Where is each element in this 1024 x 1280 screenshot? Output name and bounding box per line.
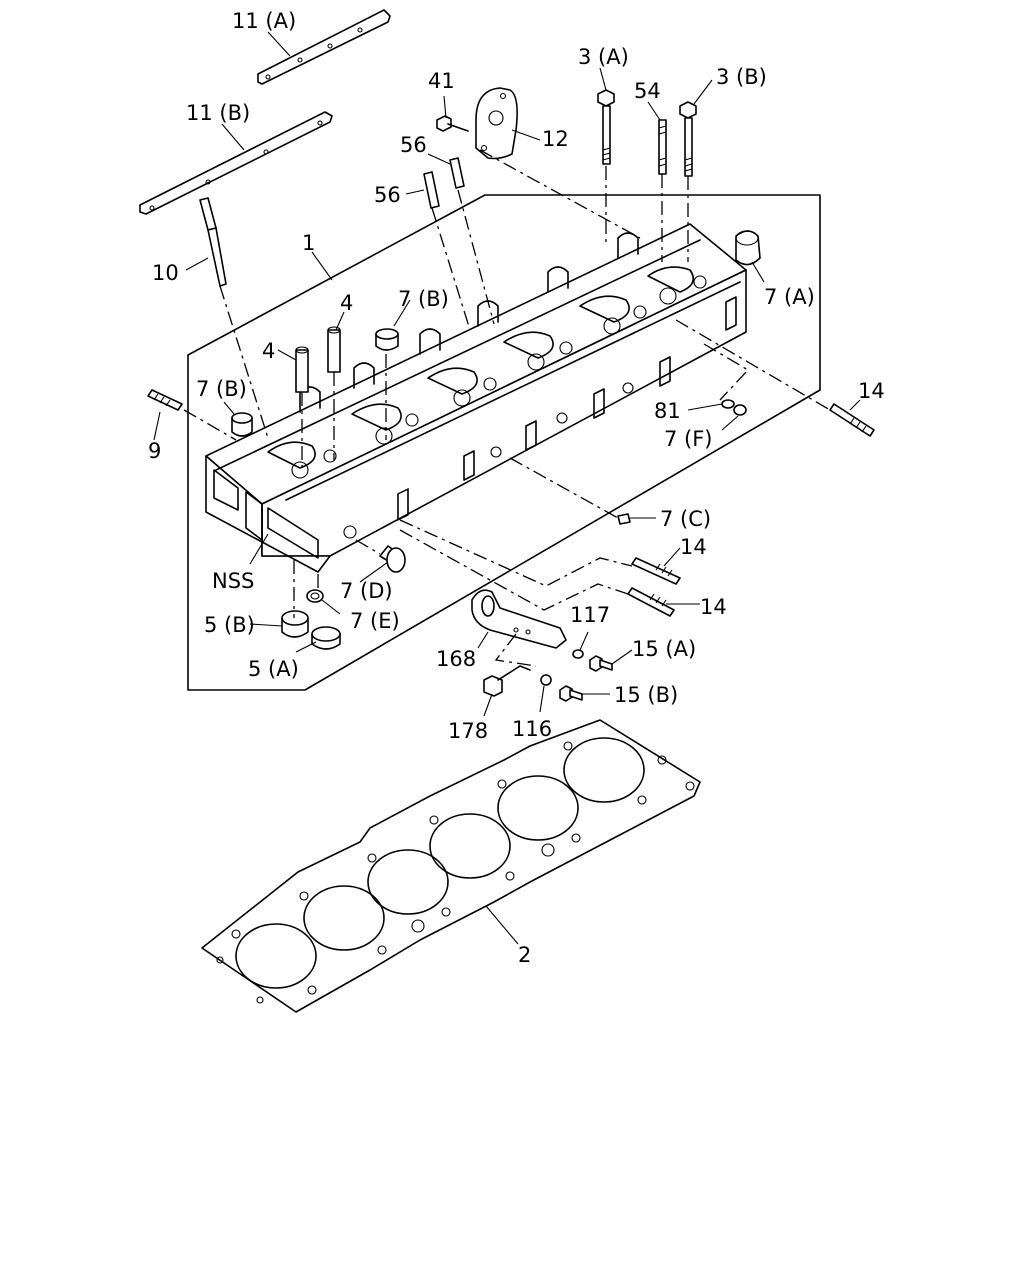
callout-7c: 7 (C) <box>660 507 711 531</box>
callout-14-top: 14 <box>858 379 885 403</box>
callout-56-upper: 56 <box>400 133 427 157</box>
stud-56-lower <box>423 171 440 209</box>
head-gasket-2 <box>201 719 701 1013</box>
callout-14-mid: 14 <box>680 535 707 559</box>
bolt-15a <box>589 655 613 672</box>
callout-15b: 15 (B) <box>614 683 678 707</box>
seat-5a <box>311 626 341 650</box>
callout-11a: 11 (A) <box>232 9 296 33</box>
callout-5b: 5 (B) <box>204 613 255 637</box>
callout-5a: 5 (A) <box>248 657 299 681</box>
callout-41: 41 <box>428 69 455 93</box>
callout-7d: 7 (D) <box>340 579 393 603</box>
guide-4-left <box>295 346 309 393</box>
callout-nss: NSS <box>212 569 254 593</box>
callout-7a: 7 (A) <box>764 285 815 309</box>
callout-12: 12 <box>542 127 569 151</box>
callout-2: 2 <box>518 943 531 967</box>
cup-7b-left <box>231 412 253 437</box>
leader-bracket <box>497 665 531 681</box>
cup-7b-upper <box>375 328 399 351</box>
nut-178 <box>483 675 503 697</box>
callout-15a: 15 (A) <box>632 637 696 661</box>
hanger-168 <box>471 589 567 649</box>
callout-117: 117 <box>570 603 610 627</box>
callout-7b-upper: 7 (B) <box>398 287 449 311</box>
sleeve-7d <box>379 545 406 573</box>
glow-plug-10 <box>199 197 227 287</box>
plug-7a <box>735 230 761 266</box>
assembly-lines <box>183 149 831 667</box>
leader-lines <box>153 31 861 945</box>
stud-14-low <box>627 587 675 617</box>
bolt-15b <box>559 685 583 702</box>
cylinder-head-1 <box>205 223 747 573</box>
bracket-11a <box>257 9 391 85</box>
bolt-3a <box>597 89 615 165</box>
bolt-41 <box>436 115 469 132</box>
callout-178: 178 <box>448 719 488 743</box>
stud-14-mid <box>631 557 681 585</box>
callout-7b-left: 7 (B) <box>196 377 247 401</box>
callout-1: 1 <box>302 231 315 255</box>
washer-116 <box>540 674 552 686</box>
callout-10: 10 <box>152 261 179 285</box>
callout-14-low: 14 <box>700 595 727 619</box>
bolt-3b <box>679 101 697 177</box>
stud-14-top <box>829 403 875 437</box>
callout-7e: 7 (E) <box>350 609 400 633</box>
assembly-frame <box>187 194 821 691</box>
callout-168: 168 <box>436 647 476 671</box>
plug-7f <box>733 404 747 416</box>
callout-3a: 3 (A) <box>578 45 629 69</box>
guide-4-right <box>327 326 341 373</box>
callout-81: 81 <box>654 399 681 423</box>
cover-plate-12 <box>475 87 518 160</box>
callout-11b: 11 (B) <box>186 101 250 125</box>
plug-7c <box>617 513 631 525</box>
callout-4-left: 4 <box>262 339 275 363</box>
stud-54 <box>658 119 667 175</box>
bracket-11b <box>139 111 333 215</box>
callout-54: 54 <box>634 79 661 103</box>
callout-116: 116 <box>512 717 552 741</box>
callout-3b: 3 (B) <box>716 65 767 89</box>
callout-4-right: 4 <box>340 291 353 315</box>
plug-7e <box>306 589 324 603</box>
callout-9: 9 <box>148 439 161 463</box>
callout-labels: 11 (A) 11 (B) 41 12 3 (A) 54 3 (B) 56 56… <box>148 9 885 967</box>
stud-9 <box>147 389 183 411</box>
callout-7f: 7 (F) <box>664 427 713 451</box>
seat-5b <box>281 610 309 638</box>
callout-56-lower: 56 <box>374 183 401 207</box>
washer-117 <box>572 649 584 659</box>
ring-81 <box>721 399 735 409</box>
stud-56-upper <box>449 157 465 189</box>
